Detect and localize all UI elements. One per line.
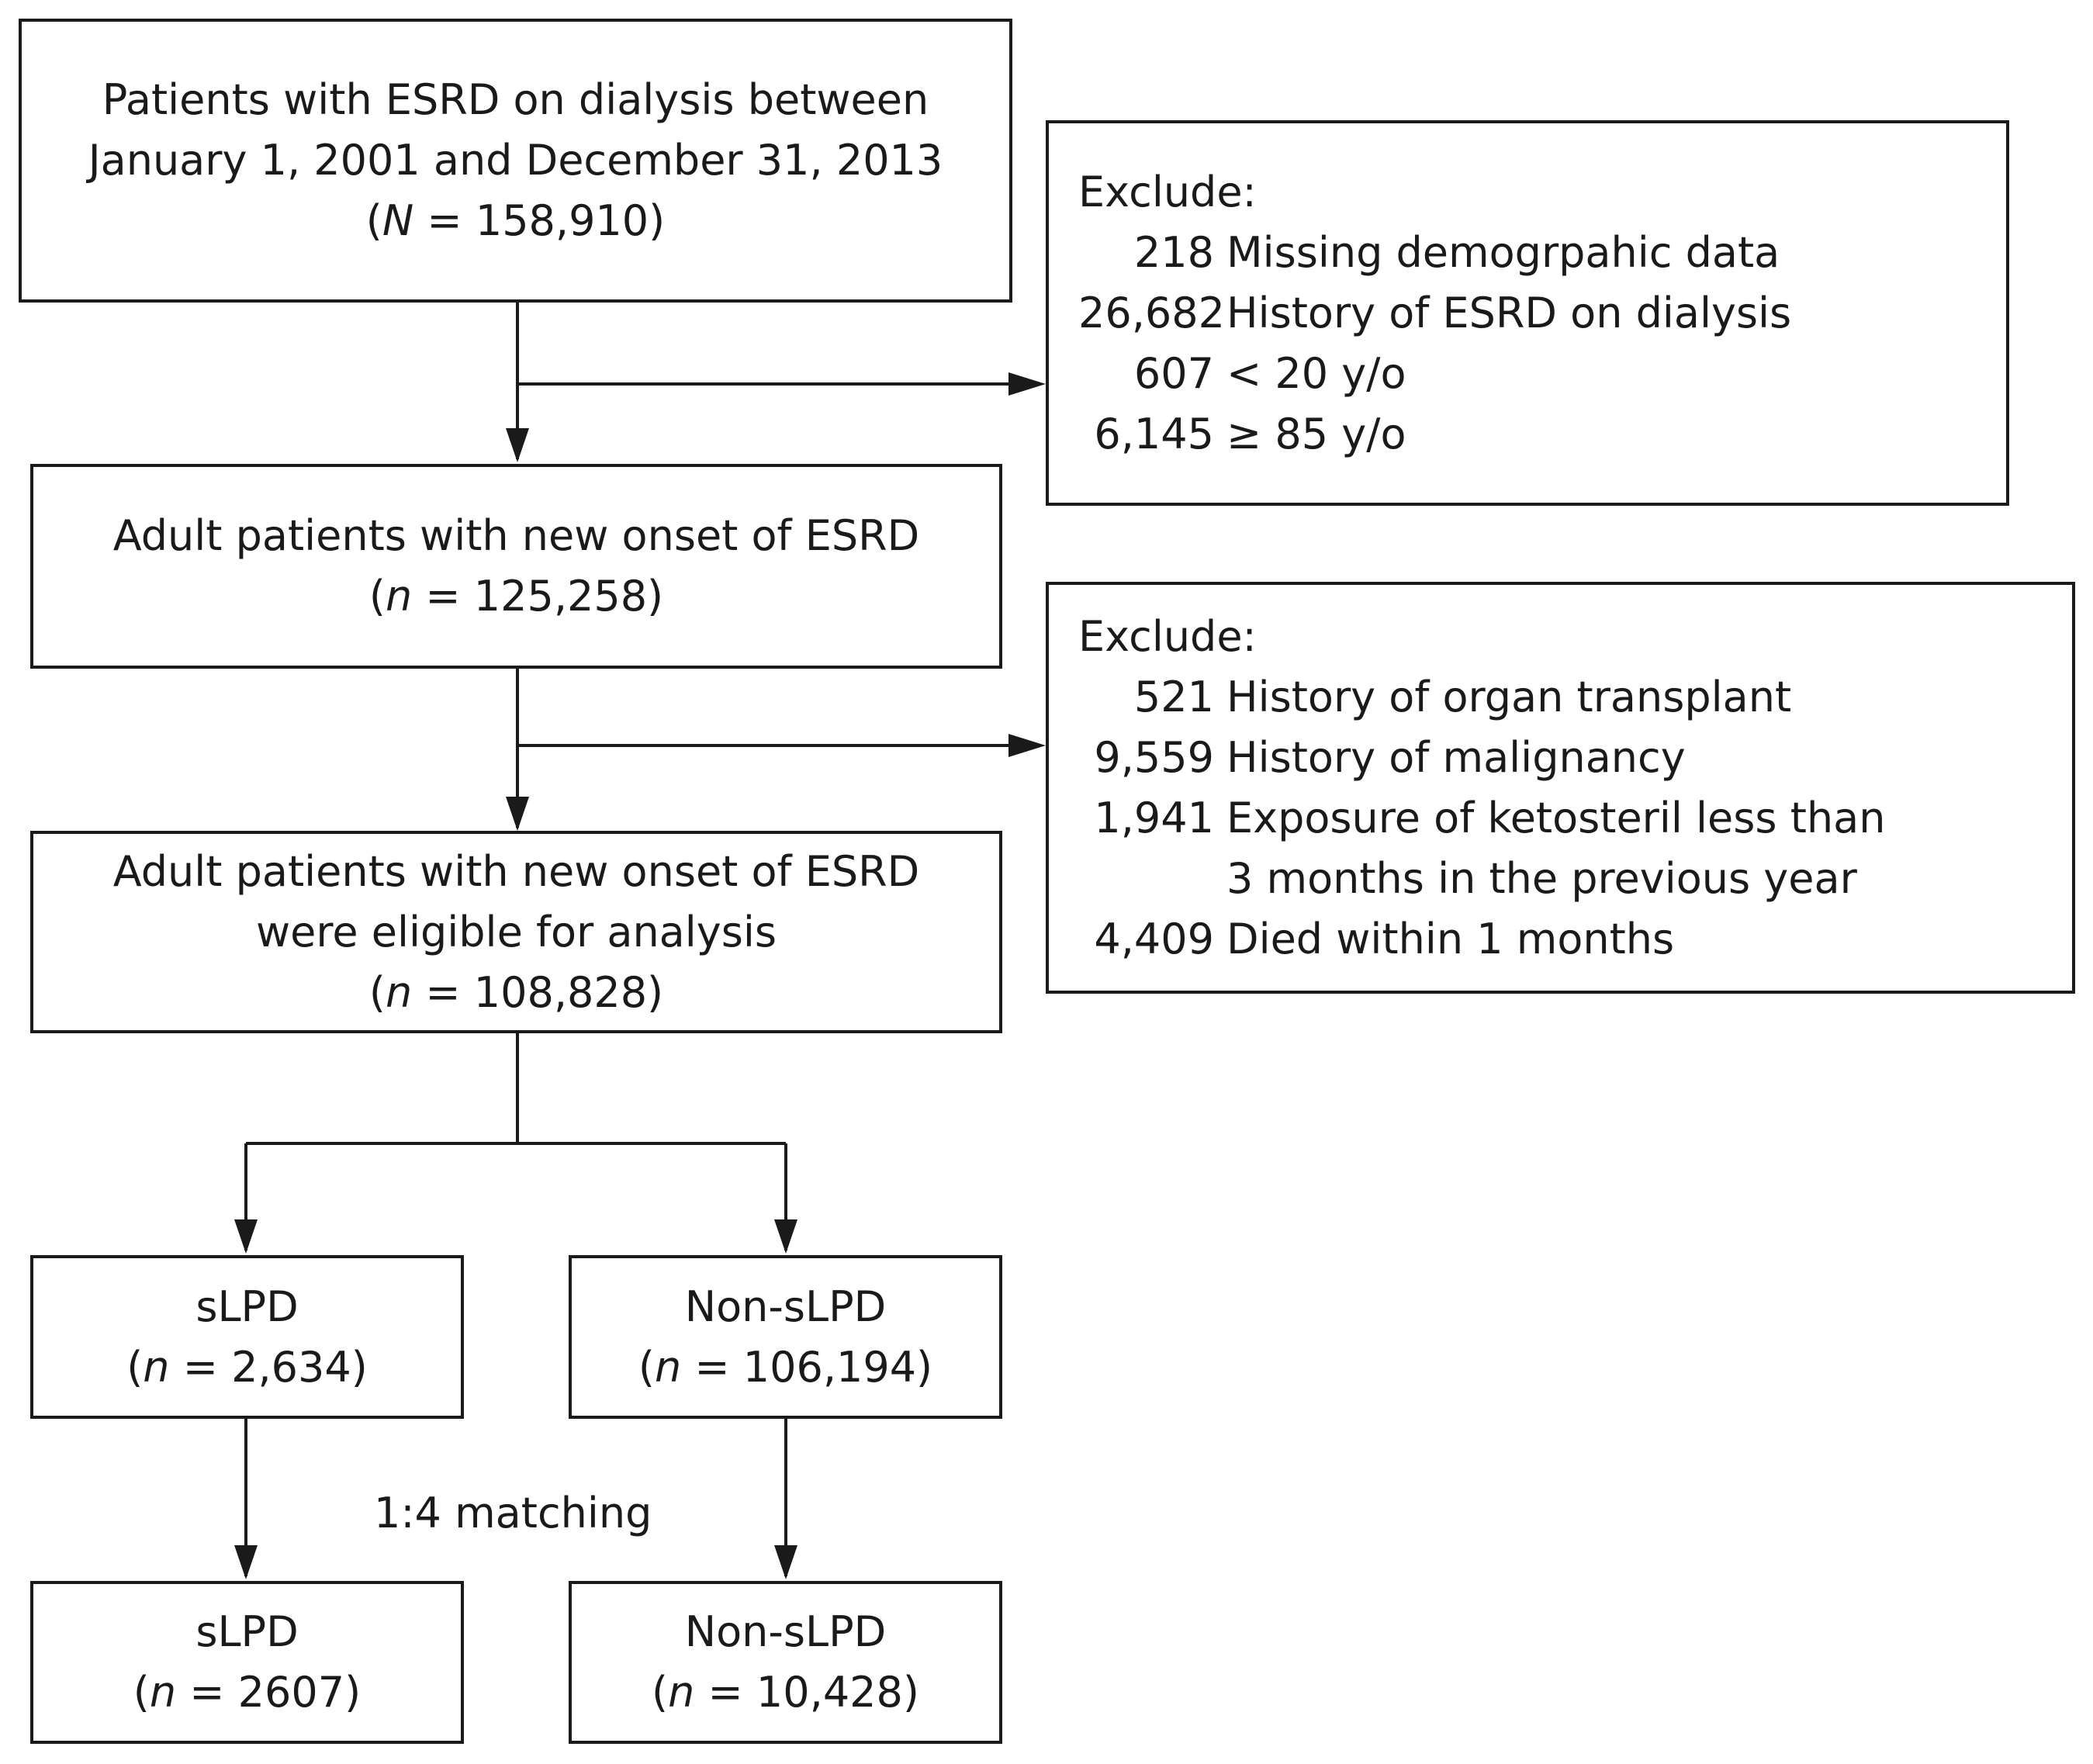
arrowhead-non-slpd-to-matched xyxy=(774,1545,797,1579)
slpd-matched-count-value: = 2607) xyxy=(176,1668,362,1717)
eligible-count: (n = 108,828) xyxy=(368,967,664,1017)
non-slpd-matched-count-value: = 10,428) xyxy=(694,1668,919,1717)
box-start-population: Patients with ESRD on dialysis between J… xyxy=(19,19,1012,303)
exclusions-1-item: 607 < 20 y/o xyxy=(1078,344,2006,404)
exclusion-reason: Missing demogrpahic data xyxy=(1226,227,1780,277)
arrowhead-adult-to-eligible xyxy=(506,797,529,831)
non-slpd-count-var: n xyxy=(654,1342,682,1392)
non-slpd-count-value: = 106,194) xyxy=(681,1342,933,1392)
start-count: (N = 158,910) xyxy=(365,196,666,245)
slpd-count-var: n xyxy=(143,1342,170,1392)
arrowhead-to-exclusions-1 xyxy=(1008,372,1046,396)
box-exclusions-2: Exclude: 521 History of organ transplant… xyxy=(1046,582,2075,994)
start-count-value: = 158,910) xyxy=(413,196,666,245)
box-adult-new-onset: Adult patients with new onset of ESRD (n… xyxy=(30,464,1002,669)
start-line-2: January 1, 2001 and December 31, 2013 xyxy=(88,136,943,185)
box-slpd-matched: sLPD (n = 2607) xyxy=(30,1581,464,1744)
adult-new-line-1: Adult patients with new onset of ESRD xyxy=(112,511,920,560)
slpd-label: sLPD xyxy=(195,1281,299,1331)
start-count-var: N xyxy=(382,196,414,245)
slpd-matched-count: (n = 2607) xyxy=(133,1668,362,1717)
arrowhead-to-exclusions-2 xyxy=(1008,734,1046,757)
slpd-count-value: = 2,634) xyxy=(169,1342,368,1392)
exclusions-2-title: Exclude: xyxy=(1078,611,1257,661)
non-slpd-matched-count: (n = 10,428) xyxy=(652,1668,919,1717)
arrowhead-split-to-slpd xyxy=(234,1219,258,1254)
slpd-count: (n = 2,634) xyxy=(126,1342,368,1392)
exclusion-reason: History of organ transplant xyxy=(1226,672,1792,721)
adult-new-count: (n = 125,258) xyxy=(368,572,664,621)
eligible-count-value: = 108,828) xyxy=(412,967,664,1017)
exclusions-2-item: 1,941 Exposure of ketosteril less than xyxy=(1078,788,2072,849)
eligible-line-2: were eligible for analysis xyxy=(255,907,777,956)
exclusion-count: 6,145 xyxy=(1094,409,1214,458)
exclusions-1-item: 218 Missing demogrpahic data xyxy=(1078,223,2006,283)
non-slpd-label: Non-sLPD xyxy=(684,1281,887,1331)
non-slpd-matched-label: Non-sLPD xyxy=(684,1607,887,1656)
exclusion-count: 1,941 xyxy=(1094,793,1214,842)
non-slpd-count: (n = 106,194) xyxy=(638,1342,933,1392)
adult-new-count-var: n xyxy=(385,572,413,621)
eligible-count-var: n xyxy=(385,967,413,1017)
arrowhead-start-to-adult xyxy=(506,428,529,462)
exclusion-reason-continuation: 3 months in the previous year xyxy=(1226,853,1857,903)
eligible-line-1: Adult patients with new onset of ESRD xyxy=(112,846,920,896)
matching-label: 1:4 matching xyxy=(374,1489,652,1537)
adult-new-count-value: = 125,258) xyxy=(412,572,664,621)
box-slpd: sLPD (n = 2,634) xyxy=(30,1255,464,1419)
exclusions-1-title: Exclude: xyxy=(1078,167,1257,216)
non-slpd-matched-count-var: n xyxy=(668,1668,695,1717)
exclusion-reason: Died within 1 months xyxy=(1226,914,1675,963)
exclusion-count: 4,409 xyxy=(1094,914,1214,963)
box-non-slpd-matched: Non-sLPD (n = 10,428) xyxy=(569,1581,1002,1744)
exclusion-reason: ≥ 85 y/o xyxy=(1226,409,1406,458)
exclusions-2-item: 9,559 History of malignancy xyxy=(1078,728,2072,788)
exclusions-1-item: 6,145 ≥ 85 y/o xyxy=(1078,404,2006,465)
arrowhead-split-to-non-slpd xyxy=(774,1219,797,1254)
box-exclusions-1: Exclude: 218 Missing demogrpahic data 26… xyxy=(1046,120,2009,506)
arrowhead-slpd-to-matched xyxy=(234,1545,258,1579)
exclusion-count: 521 xyxy=(1133,672,1214,721)
exclusion-reason: Exposure of ketosteril less than xyxy=(1226,793,1886,842)
exclusion-count: 9,559 xyxy=(1094,732,1214,782)
exclusion-count: 218 xyxy=(1133,227,1214,277)
box-non-slpd: Non-sLPD (n = 106,194) xyxy=(569,1255,1002,1419)
slpd-matched-label: sLPD xyxy=(195,1607,299,1656)
exclusion-reason: History of ESRD on dialysis xyxy=(1226,288,1792,337)
start-line-1: Patients with ESRD on dialysis between xyxy=(102,75,929,124)
exclusions-2-item: 521 History of organ transplant xyxy=(1078,667,2072,728)
exclusions-1-item: 26,682 History of ESRD on dialysis xyxy=(1078,283,2006,344)
slpd-matched-count-var: n xyxy=(149,1668,177,1717)
box-eligible-for-analysis: Adult patients with new onset of ESRD we… xyxy=(30,831,1002,1033)
exclusion-count: 26,682 xyxy=(1078,288,1225,337)
exclusion-reason: History of malignancy xyxy=(1226,732,1686,782)
exclusion-reason: < 20 y/o xyxy=(1226,348,1406,398)
exclusion-count: 607 xyxy=(1133,348,1214,398)
exclusions-2-item: 4,409 Died within 1 months xyxy=(1078,909,2072,970)
